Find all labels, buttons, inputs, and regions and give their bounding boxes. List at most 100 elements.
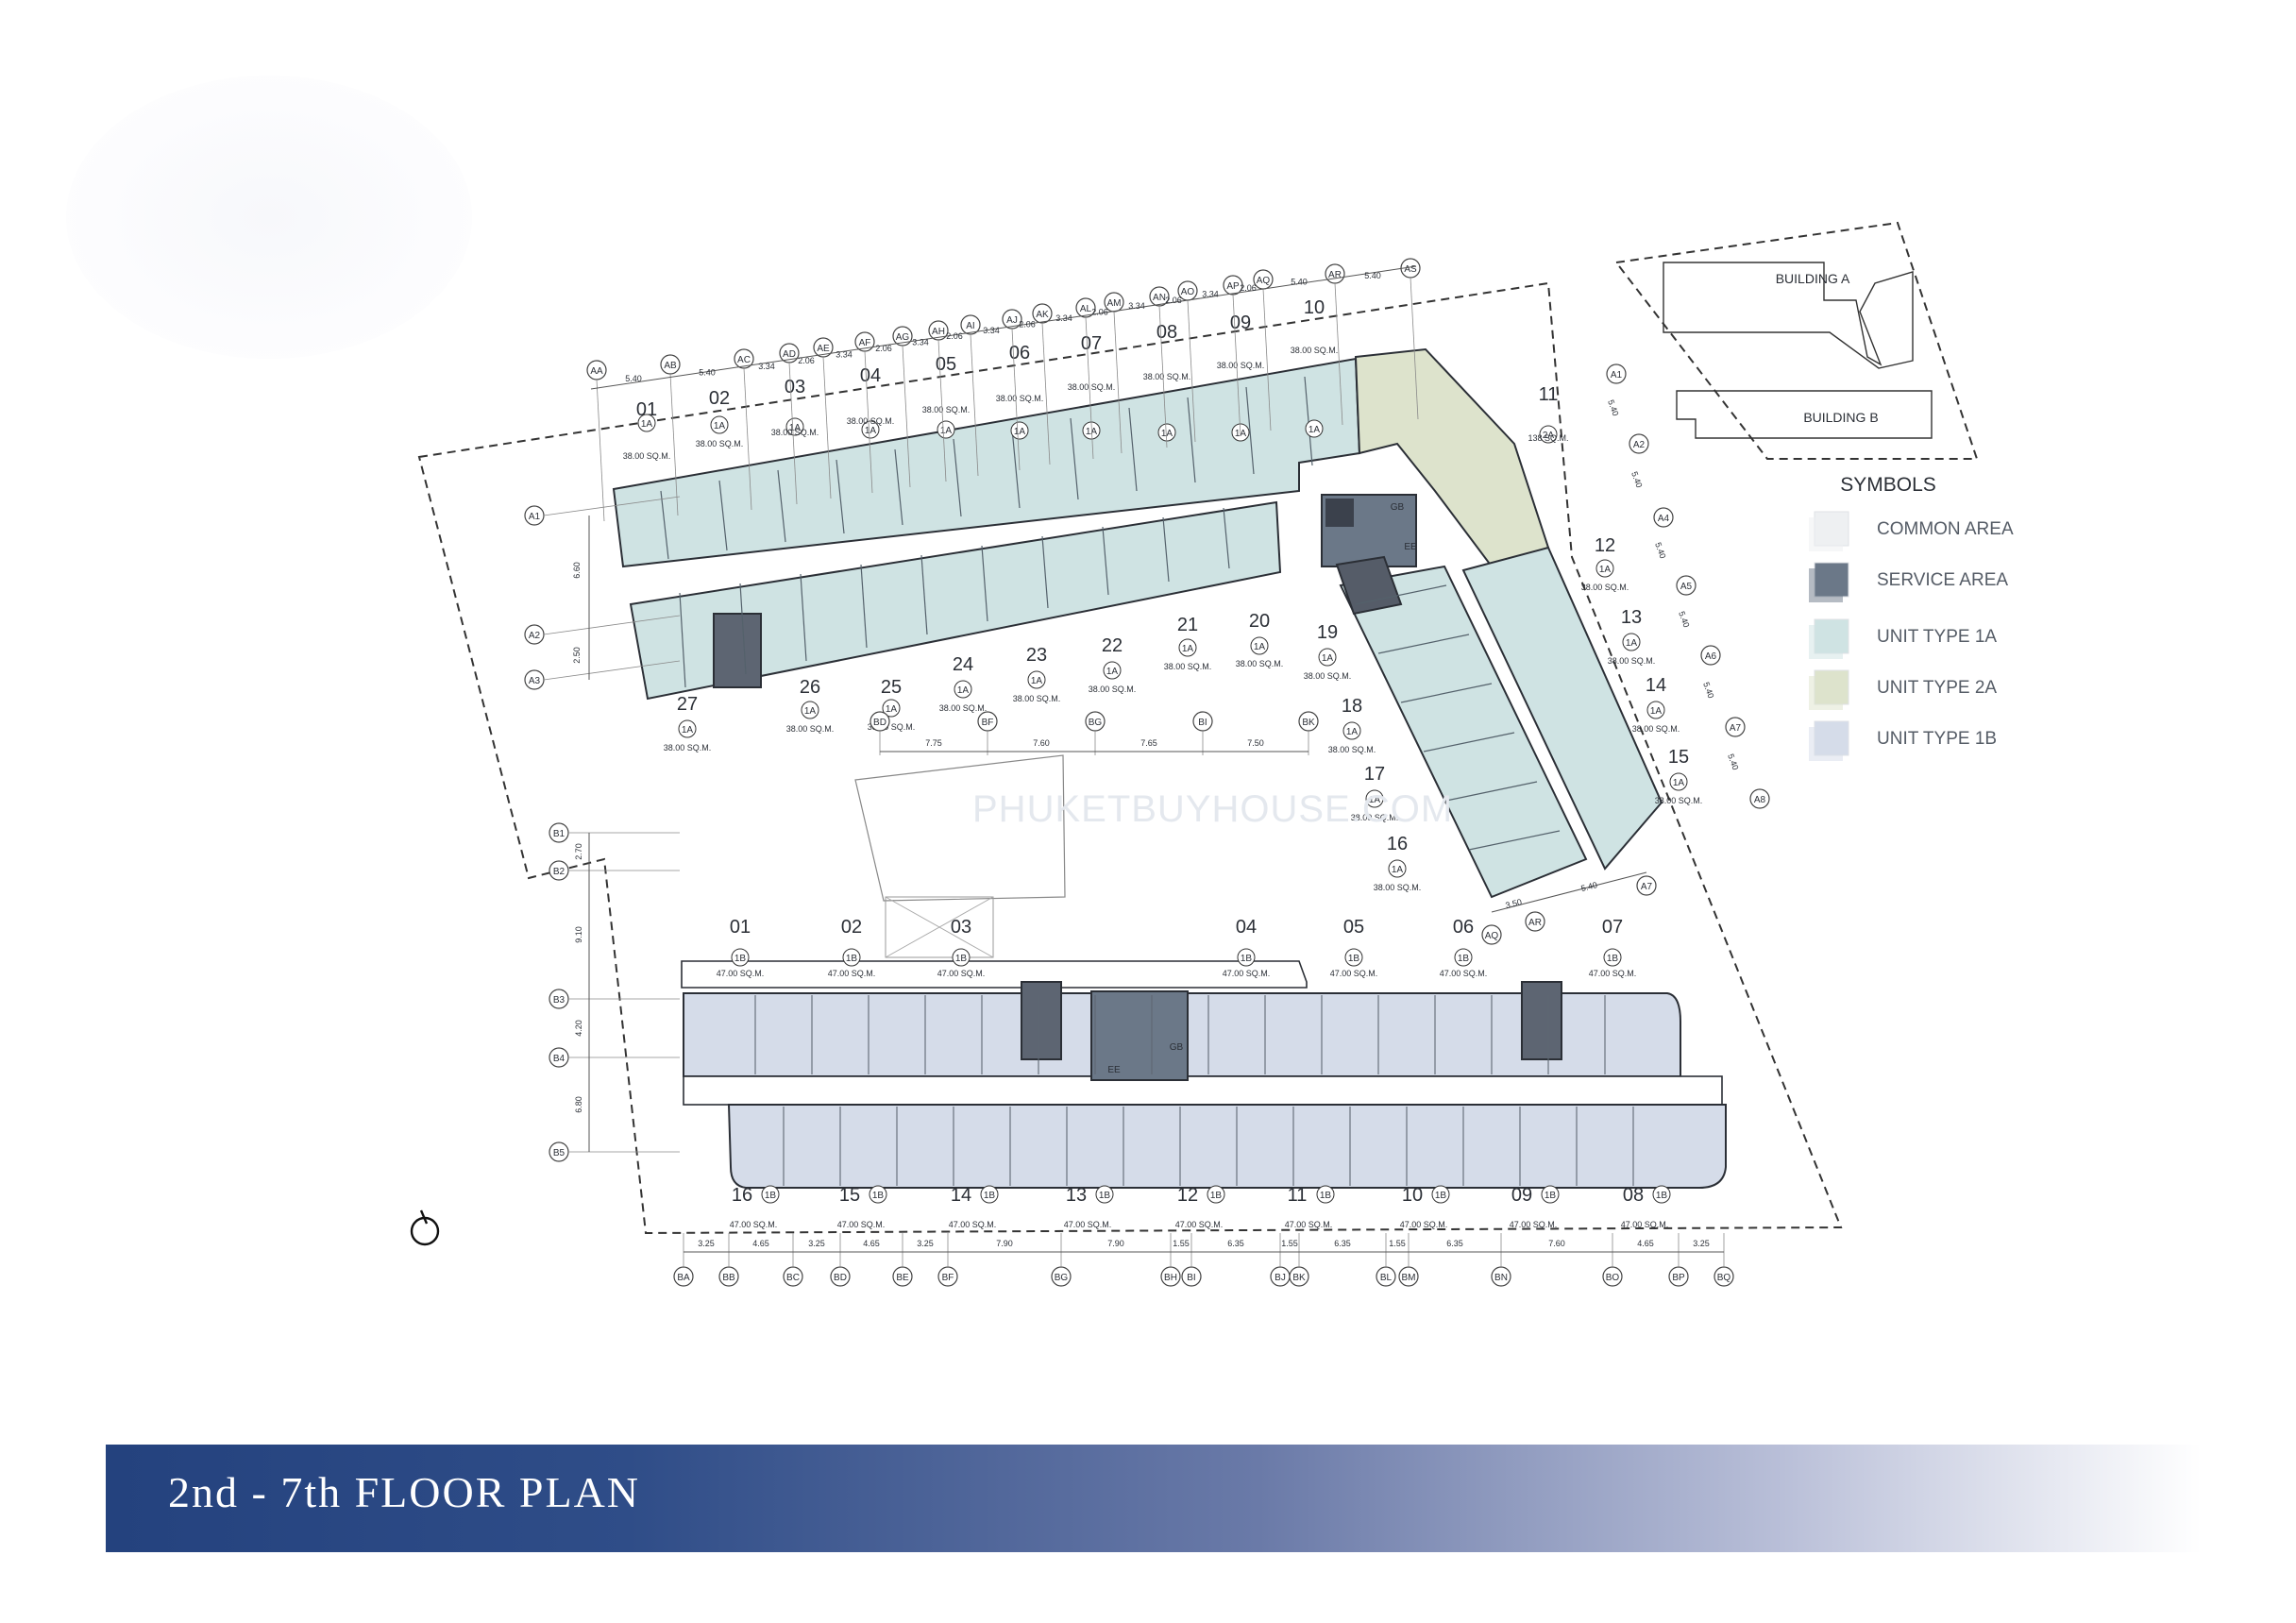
building-b-outline [1676, 390, 1933, 439]
upper-unit-12-number: 12 [1595, 535, 1615, 556]
upper-unit-03-type-circle [785, 417, 804, 436]
lower-unit-13-type: 1B [1099, 1191, 1111, 1201]
site-boundary [417, 281, 1843, 1235]
right-grid-A2-1-circle [1629, 433, 1649, 454]
upper-unit-12-type: 1A [1599, 565, 1612, 575]
lower-unit-11-number: 11 [1288, 1185, 1308, 1206]
south-bar-partition [1102, 526, 1109, 596]
upper-unit-05-type-circle [937, 420, 955, 439]
upper-unit-20-type: 1A [1254, 642, 1266, 652]
upper-unit-14-type: 1A [1650, 706, 1663, 717]
east-wing-west-1a [1339, 565, 1588, 899]
top-grid-AM: AM [1107, 298, 1122, 309]
bottom-dim-5: 7.90 [996, 1239, 1013, 1248]
bottom-dim-8: 6.35 [1227, 1239, 1244, 1248]
left-lower-grid-B1: B1 [553, 829, 566, 839]
right-grid-A7-5: A7 [1730, 723, 1742, 734]
bottom-dim-7: 1.55 [1173, 1239, 1190, 1248]
title-banner: 2nd - 7th FLOOR PLAN [106, 1445, 2202, 1552]
upper-unit-23-type: 1A [1031, 676, 1043, 686]
lower-unit-05-number: 05 [1343, 917, 1364, 938]
lower-unit-05-type: 1B [1348, 954, 1360, 964]
top-dim-9: 2.06 [1019, 319, 1036, 329]
lower-unit-15-area: 47.00 SQ.M. [837, 1220, 886, 1229]
left-upper-grid-line-A1 [543, 496, 681, 516]
south-bar-partition [739, 583, 747, 675]
top-dim-4: 3.34 [836, 349, 853, 359]
upper-unit-15-type-circle [1669, 772, 1688, 791]
watermark-text: PHUKETBUYHOUSE.COM [972, 788, 1454, 830]
upper-unit-08-type: 1A [1161, 429, 1173, 439]
upper-unit-14-number: 14 [1646, 675, 1666, 696]
north-bar-partition [953, 438, 962, 517]
top-dim-3: 2.06 [798, 356, 815, 365]
upper-unit-01-type: 1A [641, 419, 653, 430]
lower-unit-09-type-circle [1541, 1185, 1560, 1204]
upper-unit-02-area: 38.00 SQ.M. [696, 439, 744, 448]
lower-unit-16-area: 47.00 SQ.M. [730, 1220, 778, 1229]
top-grid-line-AA [596, 379, 605, 522]
upper-unit-11-area: 138 SQ.M. [1528, 433, 1568, 443]
north-bar-partition [1245, 386, 1255, 475]
lower-unit-03-type: 1B [955, 954, 968, 964]
lower-unit-03-number: 03 [951, 917, 971, 938]
lower-unit-07-number: 07 [1602, 917, 1623, 938]
upper-unit-21-area: 38.00 SQ.M. [1164, 662, 1212, 671]
legend-swatch-shadow-4 [1809, 727, 1843, 761]
top-grid-line-AN [1158, 305, 1168, 448]
top-dim-10: 3.34 [1055, 313, 1072, 323]
wing-bottom-grid-ar-circle [1525, 911, 1545, 932]
wing-bottom-dim-1: 5.40 [1580, 880, 1598, 893]
upper-lift-lobby [1335, 555, 1403, 616]
upper-unit-04-number: 04 [860, 365, 881, 386]
upper-unit-11-type: 2A [1543, 431, 1555, 441]
legend-swatch-shadow-3 [1809, 676, 1843, 710]
lower-unit-11-area: 47.00 SQ.M. [1285, 1220, 1333, 1229]
top-dim-8: 3.34 [983, 326, 1000, 335]
lower-unit-11-type-circle [1316, 1185, 1335, 1204]
bottom-grid-BE: BE [896, 1273, 909, 1283]
right-grid-A1-0-circle [1606, 363, 1627, 384]
top-grid-AQ: AQ [1257, 276, 1271, 286]
right-grid-A6-4: A6 [1705, 651, 1717, 662]
right-grid-A5-3: A5 [1680, 582, 1693, 592]
upper-unit-25-type-circle [882, 699, 901, 718]
left-lower-dim-0: 2.70 [574, 843, 583, 860]
upper-unit-15-area: 38.00 SQ.M. [1655, 796, 1703, 805]
lower-unit-06-type: 1B [1458, 954, 1470, 964]
upper-unit-18-area: 38.00 SQ.M. [1328, 745, 1376, 754]
top-grid-AK: AK [1036, 310, 1049, 320]
lower-unit-06-number: 06 [1453, 917, 1474, 938]
lower-service-core [1090, 990, 1189, 1081]
south-bar-partition [981, 545, 988, 622]
lower-unit-15-type-circle [869, 1185, 887, 1204]
lower-unit-01-area: 47.00 SQ.M. [717, 969, 765, 978]
upper-unit-16-type: 1A [1392, 865, 1404, 875]
bottom-grid-BC: BC [786, 1273, 800, 1283]
upper-unit-02-type-circle [710, 415, 729, 434]
upper-unit-05-area: 38.00 SQ.M. [922, 405, 971, 414]
upper-unit-11-number: 11 [1539, 384, 1559, 405]
lower-unit-07-area: 47.00 SQ.M. [1589, 969, 1637, 978]
right-dim-0: 5.40 [1606, 398, 1620, 417]
right-grid-A4-2: A4 [1658, 514, 1670, 524]
lower-unit-03-area: 47.00 SQ.M. [937, 969, 986, 978]
upper-unit-20-number: 20 [1249, 611, 1270, 632]
faded-background-shape [66, 76, 472, 359]
wing-bottom-grid-ar: AR [1528, 918, 1542, 928]
legend-label-4: UNIT TYPE 1B [1877, 729, 1997, 749]
north-bar-partition [1304, 376, 1313, 466]
upper-unit-04-type: 1A [865, 426, 877, 436]
canopy-ramp [885, 896, 994, 958]
upper-unit-23-type-circle [1027, 670, 1046, 689]
north-bar-partition [1128, 407, 1138, 492]
top-dim-13: 2.06 [1165, 296, 1182, 305]
lower-unit-10-type: 1B [1435, 1191, 1447, 1201]
wing-bottom-dim-0: 3.50 [1505, 897, 1523, 910]
top-grid-line-AP [1232, 294, 1241, 437]
lower-unit-02-area: 47.00 SQ.M. [828, 969, 876, 978]
top-grid-line-AB [669, 373, 679, 516]
north-bar-partition [1070, 417, 1079, 500]
upper-unit-04-type-circle [861, 420, 880, 439]
